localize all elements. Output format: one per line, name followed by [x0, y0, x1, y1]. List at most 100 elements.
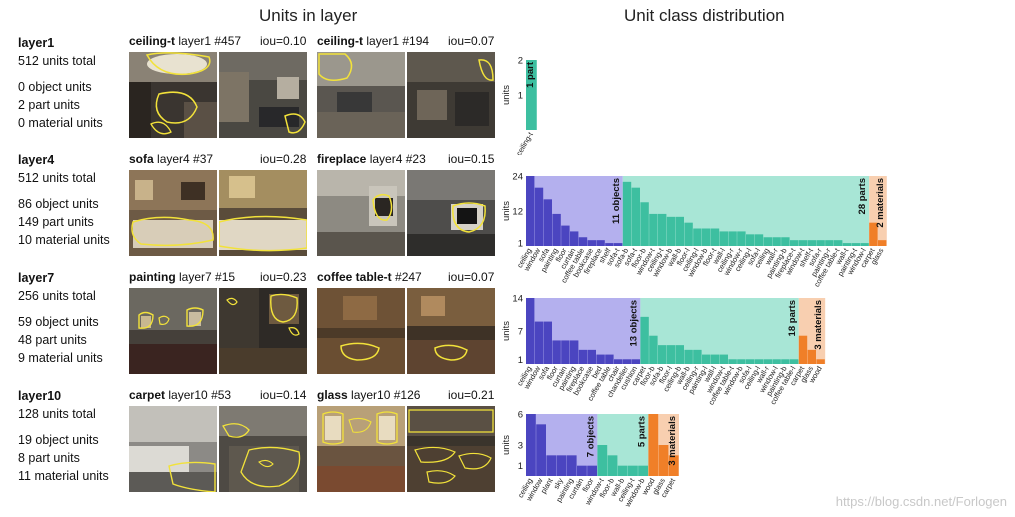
bar	[570, 340, 579, 364]
bar	[587, 349, 596, 364]
room-image	[219, 288, 307, 374]
object-count-label: 11 objects	[611, 178, 622, 224]
unit-id: layer4 #37	[157, 152, 214, 166]
right-panel-title: Unit class distribution	[624, 6, 785, 25]
bar	[622, 181, 632, 246]
room-image	[317, 288, 405, 374]
units-total: 256 units total	[18, 289, 96, 303]
bar	[878, 240, 887, 246]
object-count-label: 7 objects	[585, 416, 596, 457]
bar	[746, 234, 755, 246]
bar	[577, 465, 587, 476]
bar	[834, 240, 843, 246]
example-caption: fireplace layer4 #23	[317, 152, 426, 166]
bar	[746, 359, 755, 364]
y-tick-label: 3	[518, 441, 523, 452]
bar	[617, 465, 628, 476]
bar	[640, 316, 649, 364]
concept-name: glass	[317, 388, 348, 402]
bar	[649, 213, 658, 246]
bar	[772, 237, 781, 246]
example-caption: painting layer7 #15	[129, 270, 235, 284]
bar	[816, 240, 825, 246]
unit-class-chart-layer7: units1714ceilingwindowsofafloorcurtainpa…	[501, 294, 826, 406]
bar	[772, 359, 781, 364]
iou-score: iou=0.28	[260, 152, 307, 166]
units-total: 128 units total	[18, 407, 96, 421]
bar	[605, 243, 614, 246]
layer-name: layer4	[18, 153, 55, 167]
example-caption: carpet layer10 #53	[129, 388, 231, 402]
unit-id: layer10 #126	[351, 388, 421, 402]
bar	[640, 202, 649, 246]
layer-name: layer10	[18, 389, 62, 403]
bar	[684, 222, 693, 246]
bar	[658, 213, 667, 246]
iou-score: iou=0.07	[448, 270, 495, 284]
bar	[869, 222, 878, 246]
layer-info: layer4 512 units total 86 object units 1…	[18, 151, 128, 249]
iou-score: iou=0.23	[260, 270, 307, 284]
material-units: 11 material units	[18, 469, 109, 483]
bar	[781, 359, 790, 364]
bar	[798, 240, 808, 246]
bar	[556, 455, 567, 476]
y-axis-label: units	[501, 201, 512, 221]
room-image	[407, 288, 495, 374]
room-image	[317, 170, 405, 256]
bar	[684, 349, 693, 364]
example-caption: ceiling-t layer1 #194	[317, 34, 429, 48]
bar	[860, 243, 869, 246]
bar	[702, 228, 711, 246]
material-count-label: 3 materials	[667, 416, 678, 466]
part-count-label: 1 part	[525, 61, 536, 88]
part-units: 8 part units	[18, 451, 80, 465]
bar	[543, 321, 552, 364]
bar	[614, 359, 623, 364]
bar	[816, 359, 825, 364]
bar	[536, 424, 546, 476]
bar	[614, 243, 623, 246]
room-image	[407, 52, 495, 138]
object-units: 59 object units	[18, 315, 99, 329]
room-image	[219, 52, 307, 138]
y-tick-label: 7	[518, 327, 523, 338]
bar	[728, 231, 737, 246]
material-count-label: 2 materials	[875, 178, 886, 228]
iou-score: iou=0.14	[260, 388, 307, 402]
bar	[649, 335, 658, 364]
bar	[543, 199, 552, 246]
units-total: 512 units total	[18, 54, 96, 68]
bar	[638, 465, 648, 476]
iou-score: iou=0.15	[448, 152, 495, 166]
bar	[587, 465, 597, 476]
bar	[710, 228, 720, 246]
bar	[675, 216, 684, 246]
bar	[693, 349, 702, 364]
bar	[534, 321, 544, 364]
y-tick-label: 6	[518, 410, 523, 421]
unit-id: layer1 #457	[178, 34, 242, 48]
part-count-label: 18 parts	[787, 300, 798, 336]
units-total: 512 units total	[18, 171, 96, 185]
layer-info: layer7 256 units total 59 object units 4…	[18, 269, 128, 367]
x-tick-label: ceiling-t	[514, 130, 535, 155]
bar	[728, 359, 737, 364]
bar	[596, 240, 605, 246]
bar	[648, 414, 659, 476]
bar	[605, 354, 614, 364]
concept-name: carpet	[129, 388, 166, 402]
unit-id: layer7 #15	[179, 270, 236, 284]
layer-info: layer1 512 units total 0 object units 2 …	[18, 34, 128, 132]
y-tick-label: 14	[512, 294, 523, 305]
y-axis-label: units	[501, 435, 512, 455]
room-image	[129, 288, 217, 374]
bar	[658, 345, 667, 364]
bar	[807, 240, 816, 246]
example-caption: glass layer10 #126	[317, 388, 420, 402]
bar	[526, 176, 535, 246]
bar	[675, 345, 684, 364]
unit-id: layer1 #194	[366, 34, 430, 48]
concept-name: sofa	[129, 152, 154, 166]
material-units: 9 material units	[18, 351, 103, 365]
